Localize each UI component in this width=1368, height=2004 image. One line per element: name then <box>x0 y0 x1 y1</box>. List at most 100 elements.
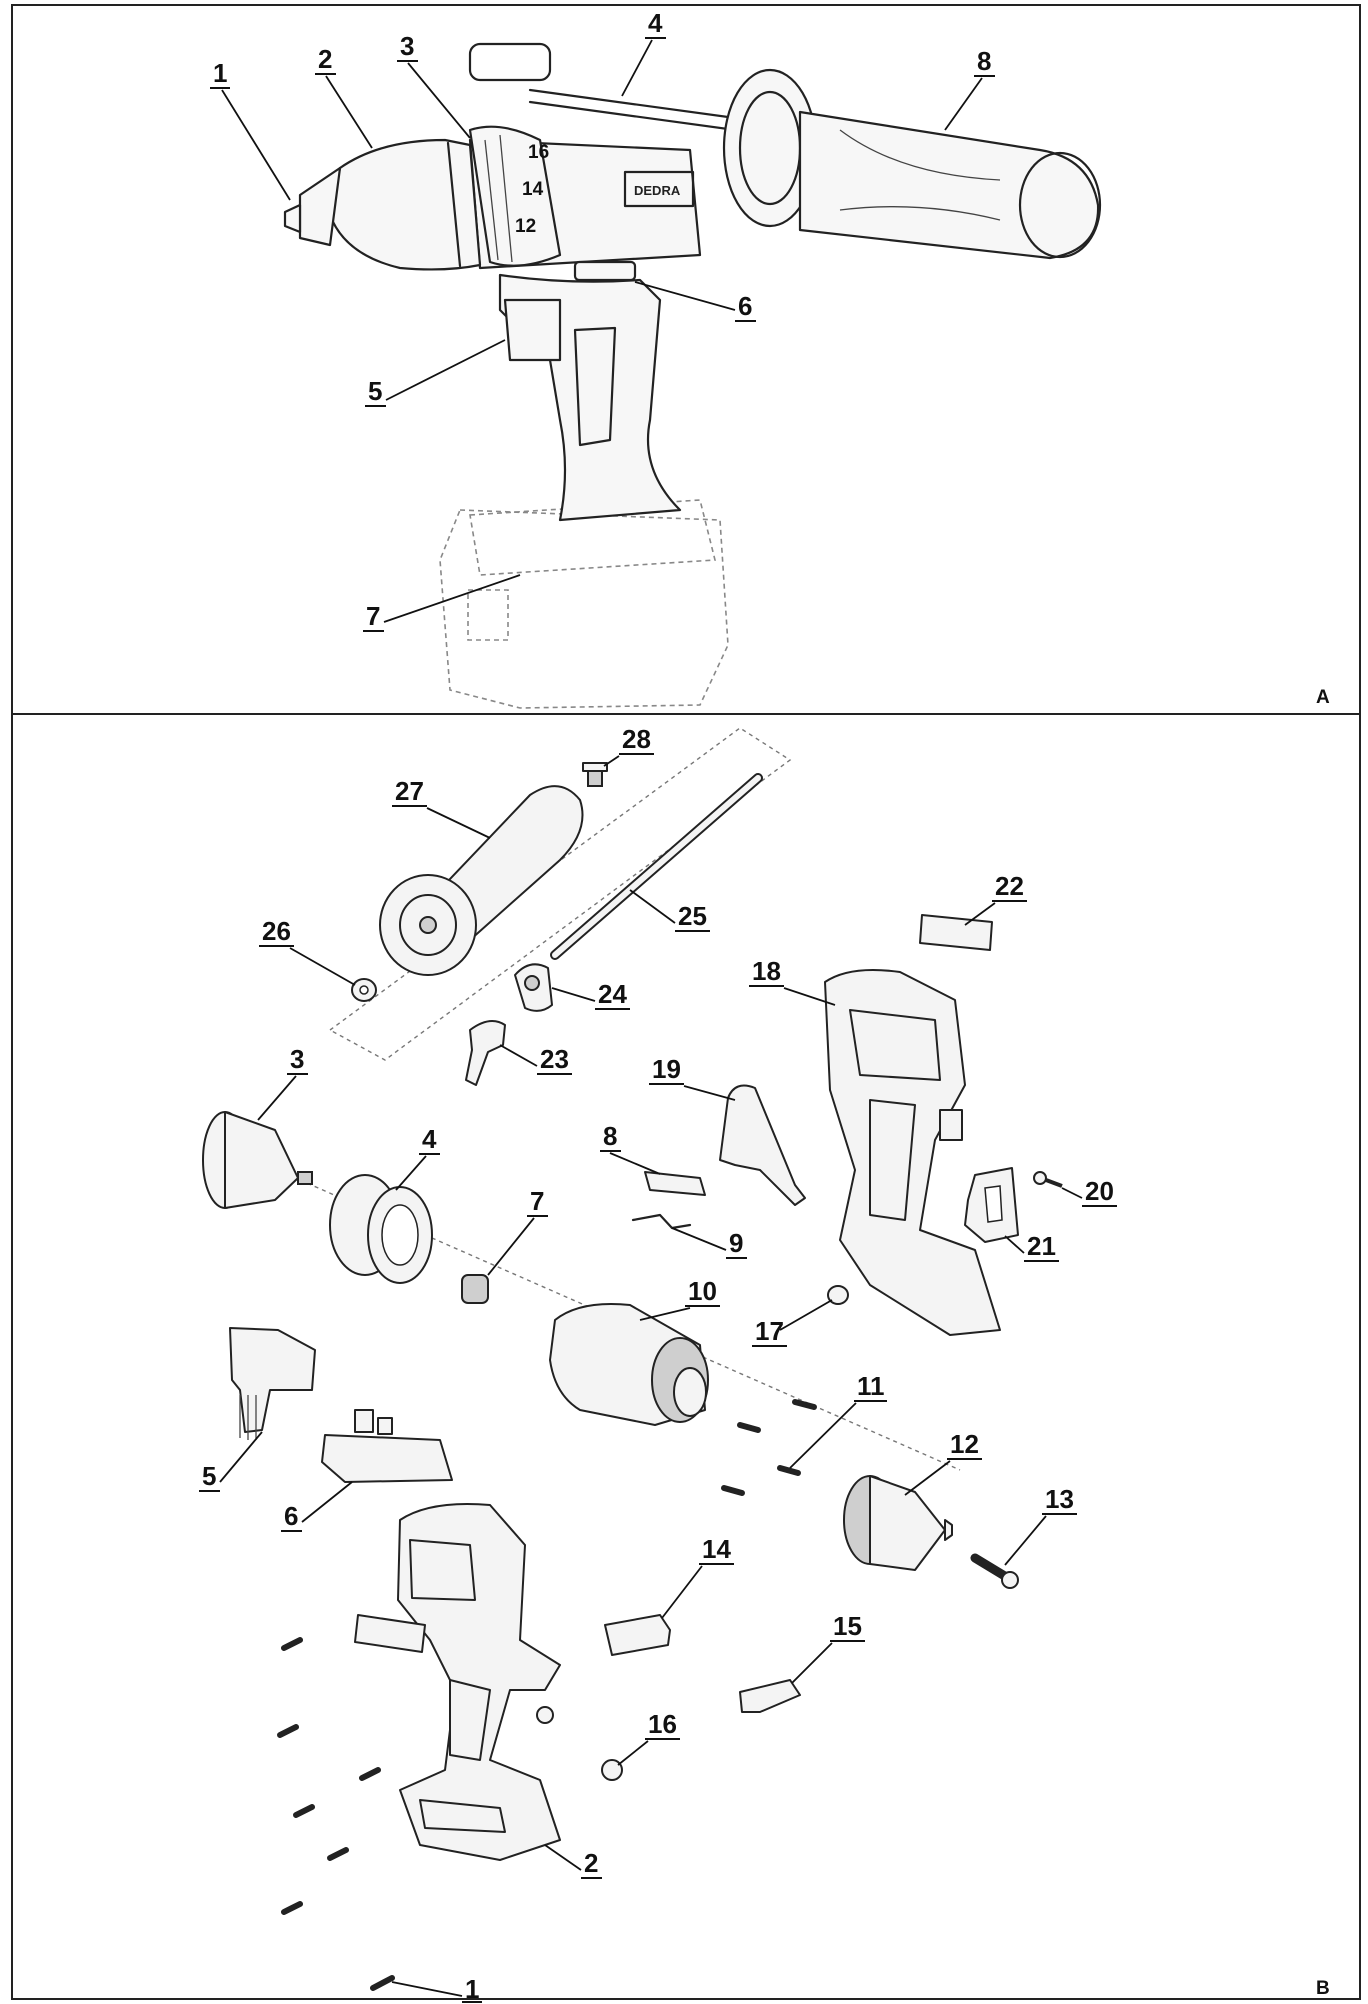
callout-b-2: 2 <box>544 1844 602 1879</box>
part-14-lock-slide <box>604 1614 671 1656</box>
callout-b-24: 24 <box>551 979 630 1010</box>
dial-number-12: 12 <box>515 216 536 237</box>
callout-b-13: 13 <box>1004 1484 1077 1566</box>
callout-b-19: 19 <box>649 1054 736 1101</box>
battery-pack-outline <box>439 509 729 709</box>
panel-a-assembled-drill: DEDRA 12 14 16 <box>283 42 1102 709</box>
callout-b-18-number: 18 <box>752 956 781 986</box>
callout-b-5-number: 5 <box>202 1461 216 1491</box>
dial-number-16: 16 <box>528 142 549 163</box>
part-13-chuck-screw <box>970 1553 1019 1589</box>
callout-b-15-number: 15 <box>833 1611 862 1641</box>
callout-b-25-number: 25 <box>678 901 707 931</box>
part-23-clamp-lever <box>465 1020 506 1086</box>
part-18-housing-right <box>824 969 1001 1336</box>
callout-b-2-number: 2 <box>584 1848 598 1878</box>
brand-plate <box>623 170 695 208</box>
direction-switch <box>573 260 637 282</box>
callout-b-24-number: 24 <box>598 979 627 1009</box>
callout-b-3-number: 3 <box>290 1044 304 1074</box>
callout-b-11: 11 <box>789 1371 887 1469</box>
callout-b-12-number: 12 <box>950 1429 979 1459</box>
callout-b-13-number: 13 <box>1045 1484 1074 1514</box>
callout-a-3-number: 3 <box>400 31 414 61</box>
part-15-direction-switch <box>739 1679 801 1713</box>
part-17-washer <box>827 1285 849 1305</box>
torque-ring <box>468 125 562 267</box>
callout-b-12: 12 <box>904 1429 982 1496</box>
callout-b-16-number: 16 <box>648 1709 677 1739</box>
callout-b-3: 3 <box>257 1044 308 1121</box>
callout-b-14-number: 14 <box>702 1534 731 1564</box>
callout-b-28: 28 <box>603 724 654 767</box>
callout-a-5: 5 <box>365 339 506 407</box>
part-21-bit-holder <box>964 1167 1019 1243</box>
part-11-screws <box>721 1399 817 1496</box>
callout-a-4-number: 4 <box>648 8 663 38</box>
callout-b-19-number: 19 <box>652 1054 681 1084</box>
callout-b-21: 21 <box>1004 1231 1059 1262</box>
callout-b-25: 25 <box>629 889 710 932</box>
callout-b-10-number: 10 <box>688 1276 717 1306</box>
callout-b-22-number: 22 <box>995 871 1024 901</box>
side-handle-group-outline <box>328 727 792 1061</box>
callout-b-23-number: 23 <box>540 1044 569 1074</box>
callout-b-7-number: 7 <box>530 1186 544 1216</box>
part-4-motor-stator <box>329 1174 433 1284</box>
callout-b-9: 9 <box>671 1227 747 1259</box>
callout-a-4: 4 <box>621 8 666 97</box>
callout-b-18: 18 <box>749 956 836 1006</box>
callout-b-15: 15 <box>791 1611 865 1684</box>
part-20-screw <box>1033 1171 1063 1188</box>
callout-a-2: 2 <box>315 44 373 149</box>
part-22-label-plate <box>919 914 993 951</box>
callout-a-1-number: 1 <box>213 58 227 88</box>
part-2-housing-left <box>397 1503 561 1861</box>
callout-a-7: 7 <box>363 574 521 632</box>
callout-a-6-number: 6 <box>738 291 752 321</box>
callout-b-21-number: 21 <box>1027 1231 1056 1261</box>
part-19-belt-clip <box>719 1084 806 1206</box>
callout-a-5-number: 5 <box>368 376 382 406</box>
callout-b-26-number: 26 <box>262 916 291 946</box>
callout-b-27: 27 <box>392 776 491 839</box>
part-5-switch <box>229 1327 316 1440</box>
panel-a-labels: 1 2 3 4 5 6 7 <box>210 8 1330 708</box>
callout-b-6: 6 <box>281 1481 353 1532</box>
callout-b-14: 14 <box>661 1534 734 1619</box>
part-25-threaded-rod <box>550 773 763 960</box>
part-9-spring-wire <box>631 1213 692 1230</box>
callout-b-27-number: 27 <box>395 776 424 806</box>
callout-b-6-number: 6 <box>284 1501 298 1531</box>
side-handle-clamp <box>468 42 552 82</box>
callout-b-20-number: 20 <box>1085 1176 1114 1206</box>
brand-text: DEDRA <box>634 183 681 198</box>
chuck <box>328 138 482 271</box>
part-8-contact-plate <box>644 1171 706 1196</box>
callout-b-23: 23 <box>499 1044 572 1075</box>
part-24-clamp <box>514 963 553 1012</box>
part-16-nut <box>601 1759 623 1781</box>
chuck-tip <box>283 203 302 234</box>
callout-b-7: 7 <box>487 1186 548 1276</box>
part-12-chuck <box>843 1475 953 1571</box>
part-10-gearbox <box>549 1303 709 1426</box>
trigger <box>503 298 562 362</box>
part-26-washer <box>351 978 377 1002</box>
callout-a-8: 8 <box>944 46 995 131</box>
part-3-motor-rotor <box>202 1111 313 1209</box>
callout-b-4: 4 <box>395 1124 440 1191</box>
dial-number-14: 14 <box>522 179 544 200</box>
part-6-control-board <box>321 1409 453 1483</box>
callout-b-4-number: 4 <box>422 1124 437 1154</box>
callout-b-17-number: 17 <box>755 1316 784 1346</box>
panel-a-corner-letter: A <box>1316 687 1330 708</box>
callout-b-9-number: 9 <box>729 1228 743 1258</box>
part-7-coupling <box>461 1274 489 1304</box>
callout-a-8-number: 8 <box>977 46 991 76</box>
callout-b-8: 8 <box>600 1121 661 1175</box>
panel-b-frame <box>11 713 1361 2000</box>
callout-b-8-number: 8 <box>603 1121 617 1151</box>
callout-b-11-number: 11 <box>857 1371 885 1401</box>
